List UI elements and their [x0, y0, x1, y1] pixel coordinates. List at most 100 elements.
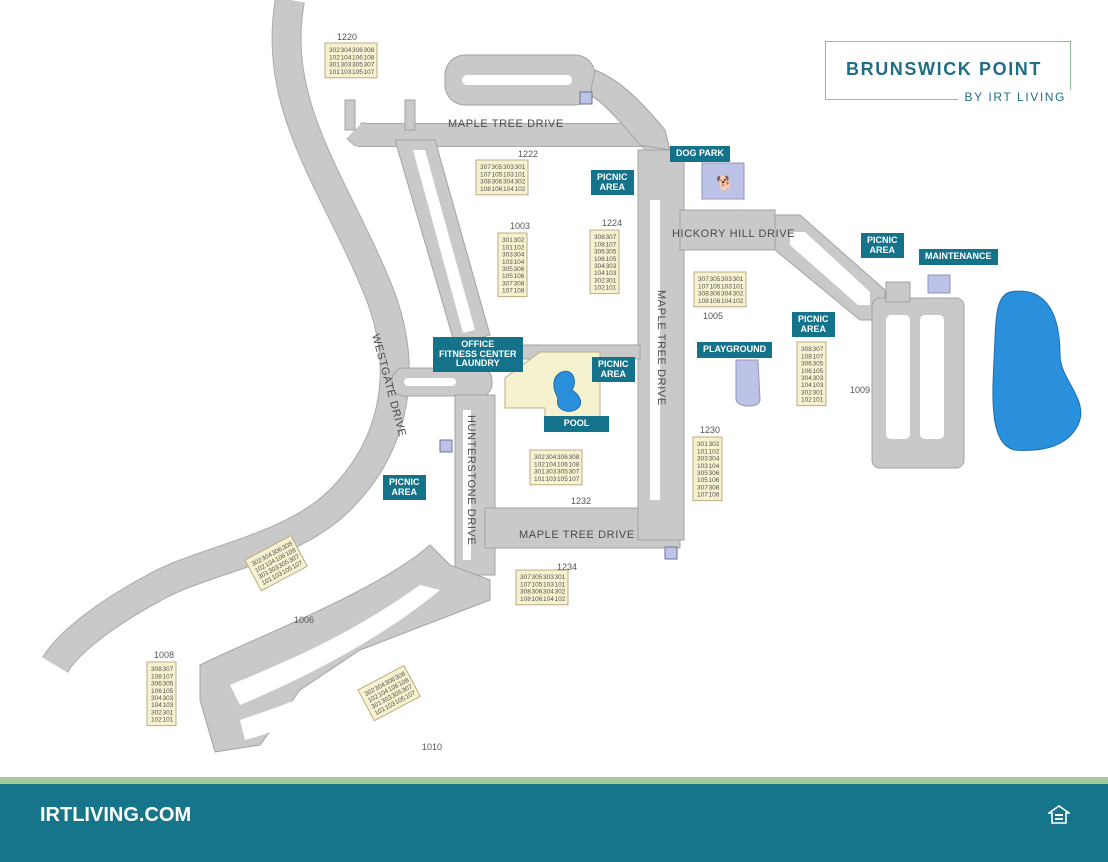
building-outline: [357, 664, 421, 722]
brand-subtitle: BY IRT LIVING: [958, 90, 1072, 104]
unit-number: 104: [721, 298, 732, 305]
unit-number: 307: [606, 234, 617, 241]
unit-number: 303: [163, 695, 174, 702]
unit-number: 308: [364, 47, 375, 54]
unit-number: 101: [502, 244, 513, 251]
unit-number: 106: [801, 368, 812, 375]
unit-number: 106: [557, 461, 568, 468]
site-map: 🐕 MAPLE TREE DRIVE MAPLE TREE DRIVE MAPL…: [42, 0, 1082, 753]
unit-number: 107: [698, 283, 709, 290]
picnic-area-label[interactable]: PICNIC AREA: [861, 233, 904, 258]
unit-number: 104: [264, 558, 277, 569]
unit-number: 306: [151, 681, 162, 688]
unit-number: 103: [503, 171, 514, 178]
unit-number: 301: [329, 62, 340, 69]
unit-number: 303: [503, 164, 514, 171]
unit-number: 101: [697, 448, 708, 455]
unit-number: 102: [515, 186, 526, 193]
unit-number: 108: [397, 677, 410, 688]
equal-housing-icon: [1048, 805, 1070, 824]
pool-label[interactable]: POOL: [544, 416, 609, 432]
unit-number: 103: [341, 69, 352, 76]
unit-number: 102: [555, 596, 566, 603]
unit-number: 303: [813, 375, 824, 382]
unit-number: 303: [380, 694, 393, 705]
unit-number: 101: [163, 717, 174, 724]
unit-number: 101: [534, 476, 545, 483]
unit-number: 303: [543, 574, 554, 581]
building-number: 1222: [518, 149, 538, 159]
unit-number: 306: [594, 249, 605, 256]
unit-number: 305: [278, 558, 291, 569]
unit-number: 307: [697, 484, 708, 491]
unit-number: 106: [709, 477, 720, 484]
pool: [553, 370, 582, 412]
unit-number: 103: [502, 259, 513, 266]
maintenance-label[interactable]: MAINTENANCE: [919, 249, 998, 265]
unit-number: 302: [514, 237, 525, 244]
picnic-area-label[interactable]: PICNIC AREA: [591, 170, 634, 195]
unit-number: 106: [710, 298, 721, 305]
picnic-area-label[interactable]: PICNIC AREA: [383, 475, 426, 500]
unit-number: 307: [698, 276, 709, 283]
building-1006[interactable]: 3023043063081021041061083013033053071011…: [244, 534, 308, 592]
unit-number: 103: [721, 283, 732, 290]
picnic-area-label[interactable]: PICNIC AREA: [592, 357, 635, 382]
building-number: 1220: [337, 32, 357, 42]
unit-number: 306: [271, 546, 284, 557]
unit-number: 108: [569, 461, 580, 468]
unit-number: 108: [698, 298, 709, 305]
building-number: 1232: [571, 496, 591, 506]
unit-number: 102: [367, 693, 380, 704]
unit-number: 105: [697, 477, 708, 484]
unit-number: 103: [697, 463, 708, 470]
unit-number: 106: [387, 682, 400, 693]
office-fitness-laundry-label[interactable]: OFFICE FITNESS CENTER LAUNDRY: [433, 337, 523, 372]
unit-number: 304: [594, 263, 605, 270]
unit-number: 101: [813, 397, 824, 404]
unit-number: 307: [163, 666, 174, 673]
unit-number: 308: [151, 666, 162, 673]
right-parking-loop: [871, 297, 965, 469]
unit-number: 307: [364, 62, 375, 69]
unit-number: 304: [341, 47, 352, 54]
playground-area: [735, 359, 761, 407]
unit-number: 306: [709, 470, 720, 477]
building-number: 1003: [510, 221, 530, 231]
building-number: 1009: [850, 385, 870, 395]
unit-number: 104: [151, 702, 162, 709]
unit-number: 101: [606, 285, 617, 292]
dog-park-label[interactable]: DOG PARK: [670, 146, 730, 162]
unit-number: 304: [261, 551, 274, 562]
unit-number: 301: [813, 389, 824, 396]
unit-number: 307: [401, 683, 414, 694]
picnic-area-label[interactable]: PICNIC AREA: [792, 312, 835, 337]
unit-number: 108: [364, 54, 375, 61]
unit-number: 108: [709, 492, 720, 499]
unit-number: 302: [801, 389, 812, 396]
playground-label[interactable]: PLAYGROUND: [697, 342, 773, 358]
maintenance-building: [927, 274, 951, 294]
unit-number: 307: [813, 346, 824, 353]
unit-number: 301: [502, 237, 513, 244]
unit-number: 308: [394, 670, 407, 681]
unit-number: 102: [733, 298, 744, 305]
building-1010[interactable]: 3023043063081021041061083013033053071011…: [357, 664, 421, 722]
unit-number: 101: [374, 706, 387, 717]
unit-number: 307: [569, 469, 580, 476]
road-label-maple-bottom: MAPLE TREE DRIVE: [519, 529, 635, 541]
road-label-maple-top: MAPLE TREE DRIVE: [448, 118, 564, 130]
trash-icon: [579, 91, 593, 105]
unit-number: 102: [534, 461, 545, 468]
site-url-link[interactable]: IRTLIVING.COM: [40, 804, 192, 826]
